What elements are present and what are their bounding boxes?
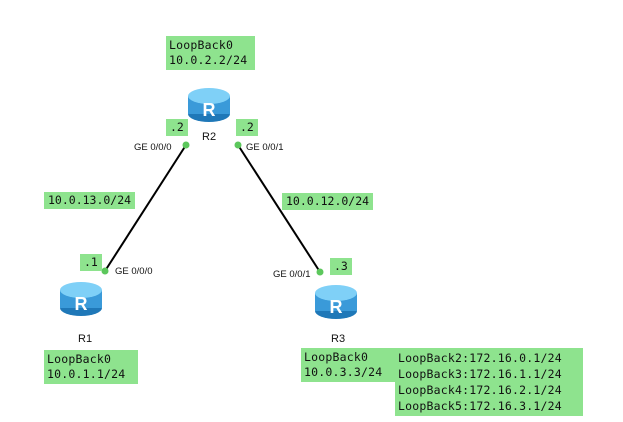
addr-label-r2-ge001: .2 xyxy=(236,119,258,136)
svg-text:R: R xyxy=(75,294,88,314)
addr-label-r2-ge000: .2 xyxy=(166,119,188,136)
port-dot-r2-ge001 xyxy=(234,141,242,149)
port-dot-r3-ge001 xyxy=(316,268,324,276)
svg-text:R: R xyxy=(203,100,216,120)
port-label-r2-ge000: GE 0/0/0 xyxy=(134,142,172,153)
extra-loopback: LoopBack3:172.16.1.1/24 xyxy=(398,367,562,381)
link-r2-r3 xyxy=(237,144,321,273)
loopback-addr: 10.0.3.3/24 xyxy=(304,365,383,379)
extra-loopback: LoopBack5:172.16.3.1/24 xyxy=(398,399,562,413)
extra-loopbacks-box-r3: LoopBack2:172.16.0.1/24 LoopBack3:172.16… xyxy=(395,348,583,416)
port-label-r2-ge001: GE 0/0/1 xyxy=(246,142,284,153)
extra-loopback: LoopBack4:172.16.2.1/24 xyxy=(398,383,562,397)
loopback-box-r3: LoopBack0 10.0.3.3/24 xyxy=(301,348,395,382)
port-dot-r2-ge000 xyxy=(182,141,190,149)
loopback-addr: 10.0.1.1/24 xyxy=(47,367,126,381)
addr-label-r1-ge000: .1 xyxy=(80,254,102,271)
loopback-name: LoopBack0 xyxy=(169,38,234,52)
loopback-box-r1: LoopBack0 10.0.1.1/24 xyxy=(44,350,138,384)
loopback-name: LoopBack0 xyxy=(47,352,112,366)
port-dot-r1-ge000 xyxy=(101,267,109,275)
router-label-r2: R2 xyxy=(202,131,217,143)
router-label-r1: R1 xyxy=(78,333,93,345)
link-r1-r2 xyxy=(104,144,187,272)
loopback-addr: 10.0.2.2/24 xyxy=(169,53,248,67)
svg-text:R: R xyxy=(330,297,343,317)
network-label-r2-r3: 10.0.12.0/24 xyxy=(282,193,374,210)
router-icon[interactable]: R xyxy=(186,86,232,124)
router-icon[interactable]: R xyxy=(313,283,359,321)
network-label-r1-r2: 10.0.13.0/24 xyxy=(44,192,136,209)
router-icon[interactable]: R xyxy=(58,280,104,318)
extra-loopback: LoopBack2:172.16.0.1/24 xyxy=(398,351,562,365)
addr-label-r3-ge001: .3 xyxy=(330,258,352,275)
router-label-r3: R3 xyxy=(331,333,346,345)
port-label-r3-ge001: GE 0/0/1 xyxy=(273,269,311,280)
loopback-box-r2: LoopBack0 10.0.2.2/24 xyxy=(166,36,255,70)
loopback-name: LoopBack0 xyxy=(304,350,369,364)
port-label-r1-ge000: GE 0/0/0 xyxy=(115,266,153,277)
